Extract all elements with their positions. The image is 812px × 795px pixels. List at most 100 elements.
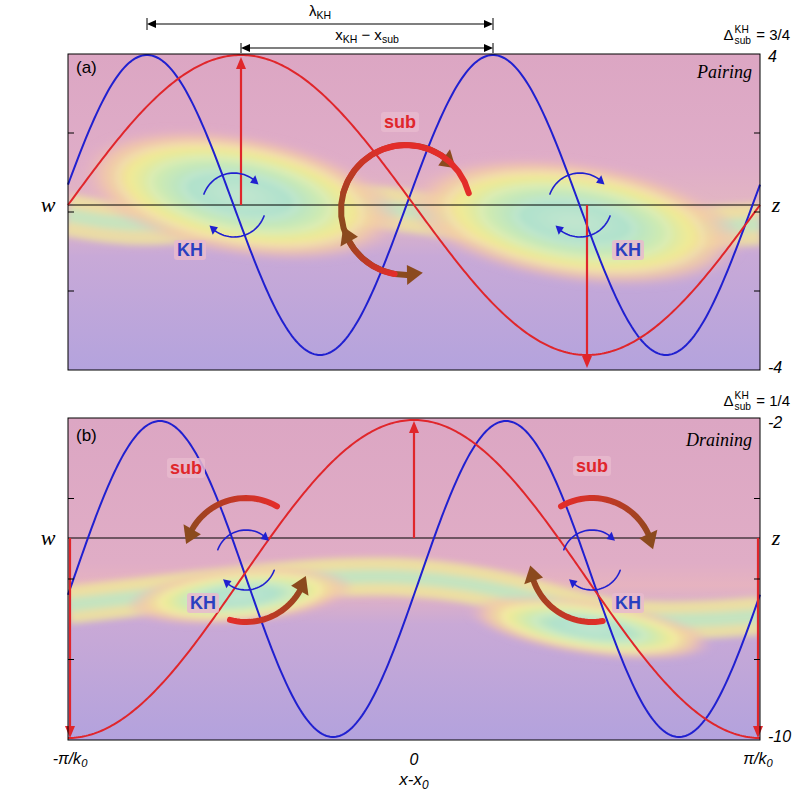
axis-tick: [68, 579, 74, 580]
axis-tick: [68, 212, 74, 213]
kh-rotation-arrow: [229, 570, 274, 590]
axis-value: 4: [768, 48, 777, 66]
subscript: KH: [316, 9, 331, 21]
kh-rotation-arrow: [561, 216, 610, 237]
subscript: KH: [343, 34, 358, 46]
field-background: [68, 418, 760, 740]
dimension-tick: [493, 18, 494, 30]
field-a: [68, 54, 760, 370]
sub-amplitude-arrow: [240, 68, 242, 205]
text-run: = 3/4: [752, 26, 790, 43]
dimension-tick: [241, 43, 242, 53]
axis-value: π/k0: [743, 750, 772, 770]
panel-border: [68, 54, 760, 370]
axis-name: z: [772, 192, 781, 217]
sub-label: sub: [167, 458, 205, 479]
sub-rotation-arrow-head: [340, 227, 357, 247]
sub-amplitude-arrow: [413, 432, 415, 538]
dimension-arrow-head: [484, 44, 493, 52]
axis-value: -4: [768, 359, 782, 377]
sub-amplitude-arrow-head: [409, 421, 419, 433]
field-b: [68, 418, 760, 740]
vortex-ring: [187, 579, 292, 613]
sub-rotation-arrow-head: [407, 265, 423, 285]
axis-value: 0: [410, 751, 419, 769]
dimension-arrow-head: [484, 20, 493, 28]
kh-label: KH: [187, 593, 219, 614]
vortex-ring: [533, 608, 648, 649]
axis-tick: [754, 498, 760, 499]
vortex-core: [462, 583, 717, 673]
sub-rotation-arrow: [230, 591, 300, 622]
panel-b: [65, 418, 763, 740]
sub-rotation-arrow-head: [184, 524, 201, 544]
sub-amplitude-arrow-head: [753, 726, 763, 738]
kh-wave: [68, 421, 760, 737]
sub-rotation-arrow-head: [291, 576, 308, 596]
sub-rotation-arrow: [534, 581, 603, 622]
superscript: KH: [735, 25, 751, 36]
sub-rotation-arrow: [192, 498, 277, 529]
axis-tick: [754, 291, 760, 292]
sub-rotation-arrow: [349, 242, 395, 274]
kh-rotation-arrow-head: [261, 532, 269, 541]
sub-wave: [68, 55, 760, 355]
sub-amplitude-arrow: [757, 538, 759, 727]
sub-label: sub: [573, 456, 611, 477]
sub-wave: [68, 420, 760, 738]
axis-tick: [754, 212, 760, 213]
sub-rotation-arrow: [341, 145, 469, 275]
kh-rotation-arrow-head: [569, 579, 577, 588]
sub-rotation-arrow-head: [639, 530, 657, 549]
dimension-arrow-head: [241, 44, 250, 52]
axis-tick: [68, 659, 74, 660]
subscript: 0: [422, 777, 429, 791]
kh-rotation-arrow-head: [555, 226, 563, 235]
vortex: [123, 558, 357, 634]
text-run: x-x: [399, 770, 422, 789]
vortex-ring: [441, 158, 709, 286]
vortex-ring: [501, 596, 680, 659]
dimension-arrow: [155, 23, 485, 24]
vortex-ring: [158, 569, 322, 622]
offset-label: xKH − xsub: [335, 26, 399, 45]
sub-rotation-arrow-head: [524, 565, 543, 584]
axis-name: w: [41, 192, 56, 217]
kh-rotation-arrow: [575, 570, 620, 590]
kh-rotation-arrow-head: [223, 579, 231, 588]
axis-tick: [754, 659, 760, 660]
kh-rotation-arrow: [550, 173, 599, 194]
kh-rotation-arrow: [564, 530, 609, 550]
script-stack: KHsub: [735, 391, 751, 412]
sub-label: sub: [381, 112, 419, 133]
kh-wave: [68, 55, 760, 355]
script-stack: KHsub: [735, 25, 751, 46]
text-run: Δ: [724, 26, 734, 43]
sub-amplitude-arrow-head: [582, 356, 592, 368]
text-run: -π/k: [53, 750, 82, 767]
text-run: λ: [309, 2, 317, 19]
axis-tick: [68, 291, 74, 292]
kh-rotation-arrow-head: [607, 532, 615, 541]
axis-tick: [754, 579, 760, 580]
dimension-tick: [147, 18, 148, 30]
regime-label: Draining: [686, 430, 752, 451]
kh-rotation-arrow-head: [209, 226, 217, 235]
panel-letter: (a): [76, 58, 97, 78]
dimension-tick: [493, 43, 494, 53]
kh-rotation-arrow: [215, 216, 264, 237]
subscript: 0: [766, 757, 772, 769]
vortex: [462, 583, 717, 673]
subscript: 0: [81, 757, 87, 769]
sub-amplitude-arrow: [69, 538, 71, 727]
text-run: x: [335, 26, 343, 43]
dimension-arrow: [249, 47, 485, 48]
phase-label: ΔKHsub = 3/4: [724, 25, 790, 46]
vortex-core: [123, 558, 357, 634]
subscript: sub: [735, 36, 751, 47]
subscript: sub: [382, 34, 399, 46]
text-run: = 1/4: [752, 392, 790, 409]
superscript: KH: [735, 391, 751, 402]
panel-letter: (b): [76, 426, 97, 446]
